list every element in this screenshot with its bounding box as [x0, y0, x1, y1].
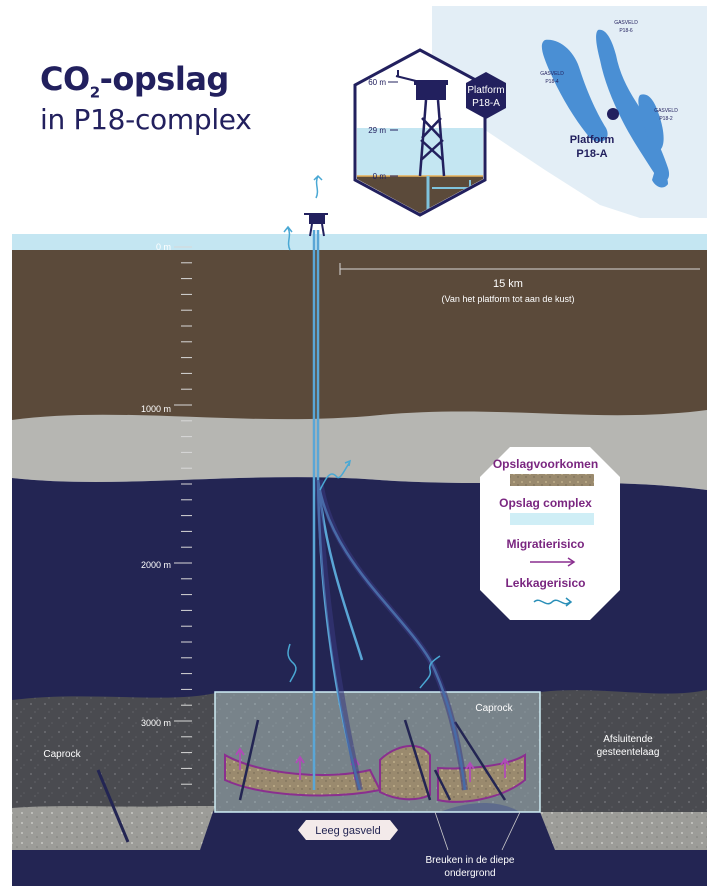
inset-depth-label: 0 m — [373, 172, 387, 181]
leeg-gasveld-label: Leeg gasveld — [315, 825, 380, 837]
map-field-code: P18-4 — [545, 79, 559, 85]
breuken-label: ondergrond — [444, 868, 495, 879]
platform-marker-icon — [607, 108, 619, 120]
inset-platform-label: Platform — [467, 85, 504, 96]
depth-label: 1000 m — [141, 404, 171, 414]
map-platform-label: P18-A — [576, 148, 607, 160]
depth-label: 3000 m — [141, 718, 171, 728]
map-field-name: GASVELD — [614, 20, 638, 26]
scale-bar: 15 km (Van het platform tot aan de kust) — [339, 263, 700, 304]
legend-label: Opslag complex — [499, 496, 592, 510]
caprock-left-label: Caprock — [43, 749, 81, 760]
afsluitend-label: Afsluitende — [603, 734, 653, 745]
map-field-name: GASVELD — [540, 71, 564, 77]
title-main: CO2-opslag — [40, 60, 229, 102]
breuken-label: Breuken in de diepe — [426, 855, 515, 866]
title-subtitle: in P18-complex — [40, 103, 252, 137]
inset-depth-label: 60 m — [368, 78, 386, 87]
legend-label: Lekkagerisico — [505, 576, 586, 590]
map-field-code: P18-2 — [659, 116, 673, 122]
depth-axis: 0 m 1000 m 2000 m 3000 m — [141, 242, 192, 785]
legend-swatch-opslag-complex — [510, 513, 594, 525]
legend-label: Migratierisico — [506, 537, 585, 551]
depth-label: 2000 m — [141, 560, 171, 570]
legend-panel — [480, 447, 620, 620]
map-platform-label: Platform — [570, 134, 615, 146]
caprock-center-label: Caprock — [475, 703, 513, 714]
leak-arrow-icon — [533, 597, 573, 607]
afsluitend-label: gesteentelaag — [597, 747, 660, 758]
depth-label: 0 m — [156, 242, 171, 252]
legend-swatch-opslagvoorkomen — [510, 474, 594, 486]
scale-distance: 15 km — [493, 278, 523, 290]
inset-depth-label: 29 m — [368, 126, 386, 135]
migration-arrow-icon — [530, 557, 576, 567]
platform-tower-icon — [418, 99, 446, 177]
map-field-code: P18-6 — [619, 28, 633, 34]
location-map: GASVELD P18-6 GASVELD P18-4 GASVELD P18-… — [432, 6, 707, 218]
map-field-name: GASVELD — [654, 108, 678, 114]
scale-caption: (Van het platform tot aan de kust) — [442, 294, 575, 304]
platform-inset: 60 m 29 m 0 m Platform P18-A — [353, 48, 506, 217]
page-title: CO2-opslag in P18-complex — [40, 60, 252, 136]
legend-label: Opslagvoorkomen — [492, 457, 599, 471]
inset-platform-badge — [466, 72, 506, 119]
leak-arrows — [283, 174, 441, 689]
leeg-gasveld-badge — [298, 820, 398, 840]
inset-platform-label: P18-A — [472, 98, 500, 109]
